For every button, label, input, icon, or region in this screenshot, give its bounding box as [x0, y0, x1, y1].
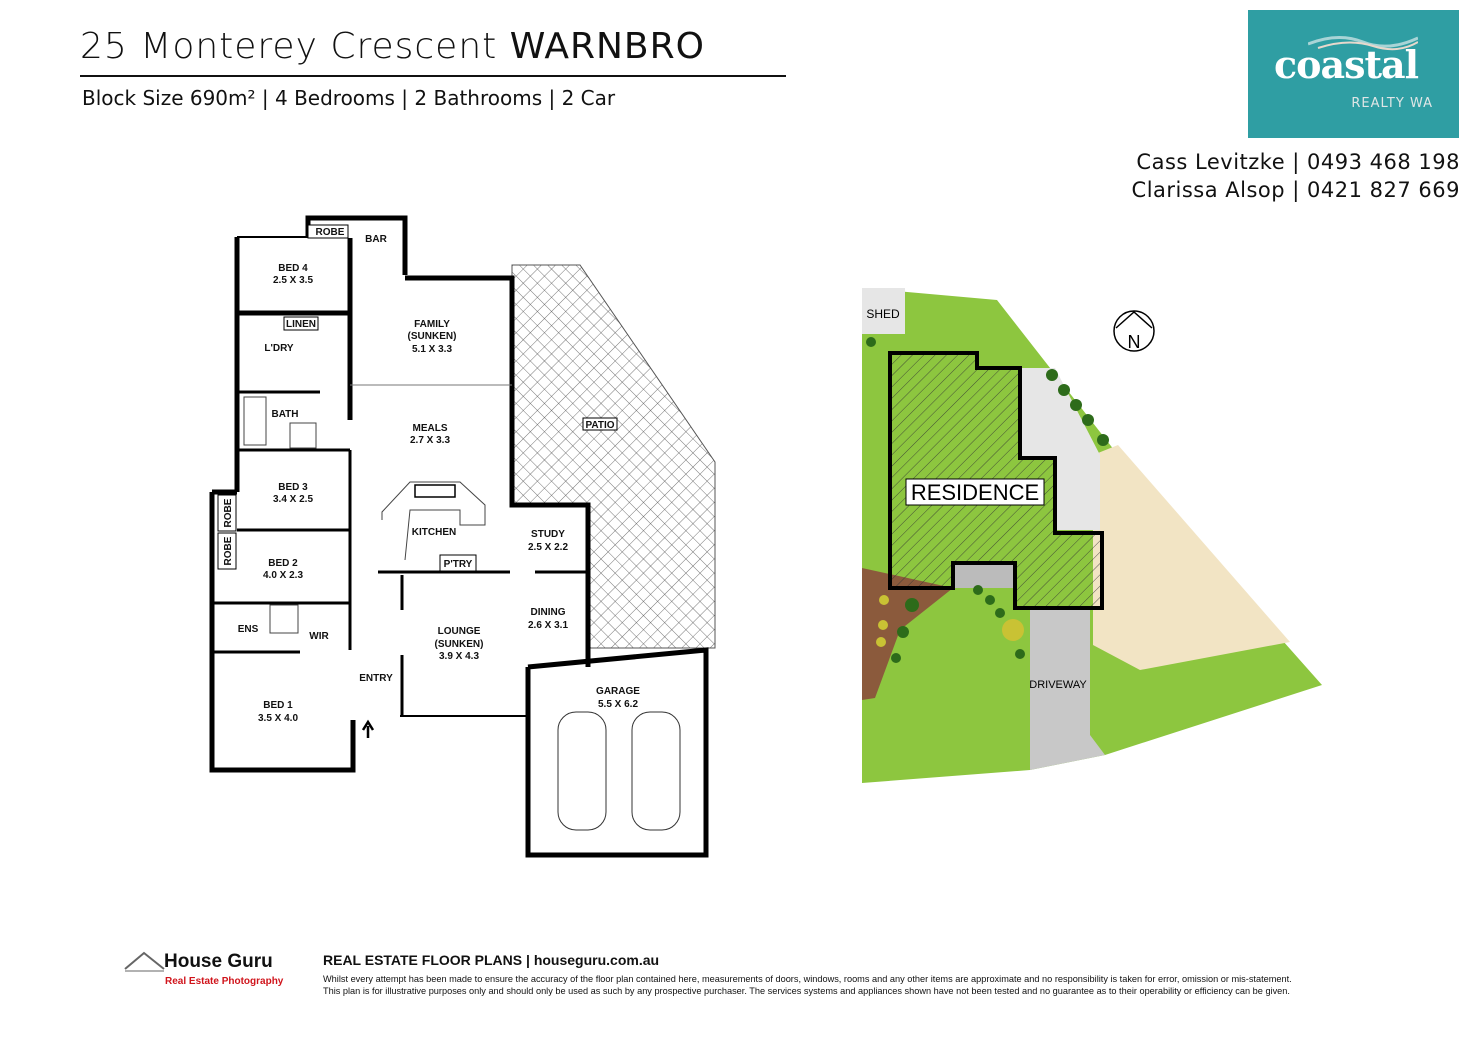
logo-sub: REALTY WA [1351, 96, 1433, 111]
walls [209, 215, 709, 858]
label-robe-a: ROBE [223, 498, 234, 527]
logo-word: coastal [1274, 42, 1419, 87]
suburb: WARNBRO [509, 26, 705, 67]
label-bed1: BED 1 [263, 700, 293, 711]
label-bar: BAR [365, 234, 387, 245]
label-lounge-note: (SUNKEN) [435, 639, 484, 650]
north-label: N [1128, 332, 1141, 352]
carport [1020, 368, 1100, 530]
disclaimer-line-2: This plan is for illustrative purposes o… [323, 986, 1290, 996]
car-icons [557, 711, 681, 831]
label-driveway: DRIVEWAY [1029, 679, 1087, 691]
footer-heading: REAL ESTATE FLOOR PLANS | houseguru.com.… [323, 952, 660, 968]
label-garage-size: 5.5 X 6.2 [598, 699, 638, 710]
label-entry: ENTRY [359, 673, 393, 684]
label-study: STUDY [531, 529, 565, 540]
north-arrow-icon: N [1113, 310, 1155, 352]
shrubs [866, 337, 1109, 663]
disclaimer-line-1: Whilst every attempt has been made to en… [323, 974, 1292, 984]
shed [862, 288, 905, 334]
label-bed1-size: 3.5 X 4.0 [258, 713, 298, 724]
label-family-size: 5.1 X 3.3 [412, 344, 452, 355]
label-lounge: LOUNGE [438, 626, 481, 637]
paving [1093, 445, 1290, 670]
label-dining-size: 2.6 X 3.1 [528, 620, 568, 631]
plans-canvas: ROBE BAR BED 4 2.5 X 3.5 LINEN L'DRY BAT… [209, 215, 1322, 858]
label-dining: DINING [531, 607, 566, 618]
label-bed4: BED 4 [278, 263, 308, 274]
label-patio: PATIO [585, 420, 614, 431]
label-garage: GARAGE [596, 686, 640, 697]
label-bed4-size: 2.5 X 3.5 [273, 275, 313, 286]
label-shed: SHED [866, 307, 900, 321]
label-laundry: L'DRY [264, 343, 294, 354]
label-meals: MEALS [413, 423, 448, 434]
wave-icon [1308, 36, 1418, 51]
label-family-note: (SUNKEN) [408, 331, 457, 342]
contact-1: Cass Levitzke | 0493 468 198 [1136, 150, 1460, 174]
label-wir: WIR [309, 631, 329, 642]
label-residence: RESIDENCE [911, 480, 1039, 505]
label-bed2: BED 2 [268, 558, 298, 569]
label-robe-b: ROBE [223, 536, 234, 565]
label-lounge-size: 3.9 X 4.3 [439, 651, 479, 662]
patio-area [511, 264, 716, 649]
entry-arrow-icon [361, 719, 375, 738]
label-ens: ENS [238, 624, 259, 635]
label-robe-top: ROBE [316, 227, 345, 238]
label-pantry: P'TRY [444, 559, 473, 570]
page-title: 25 Monterey Crescent WARNBRO [80, 26, 705, 68]
label-bed3-size: 3.4 X 2.5 [273, 494, 313, 505]
label-meals-size: 2.7 X 3.3 [410, 435, 450, 446]
label-bath: BATH [271, 409, 298, 420]
property-details: Block Size 690m² | 4 Bedrooms | 2 Bathro… [82, 86, 616, 110]
label-family: FAMILY [414, 319, 450, 330]
label-kitchen: KITCHEN [412, 527, 456, 538]
label-study-size: 2.5 X 2.2 [528, 542, 568, 553]
house-guru-name: House Guru [164, 951, 273, 972]
house-guru-tagline: Real Estate Photography [165, 976, 284, 987]
site-plan: RESIDENCE SHED DRIVEWAY N [862, 288, 1322, 783]
label-linen: LINEN [286, 319, 316, 330]
label-bed2-size: 4.0 X 2.3 [263, 570, 303, 581]
floor-plan: ROBE BAR BED 4 2.5 X 3.5 LINEN L'DRY BAT… [209, 215, 716, 858]
driveway [1030, 608, 1105, 770]
contact-2: Clarissa Alsop | 0421 827 669 [1131, 178, 1460, 202]
title-divider [80, 75, 786, 77]
coastal-logo: coastal REALTY WA [1248, 10, 1459, 138]
address: 25 Monterey Crescent [80, 26, 498, 67]
house-guru-roof-icon [124, 951, 165, 972]
label-bed3: BED 3 [278, 482, 308, 493]
